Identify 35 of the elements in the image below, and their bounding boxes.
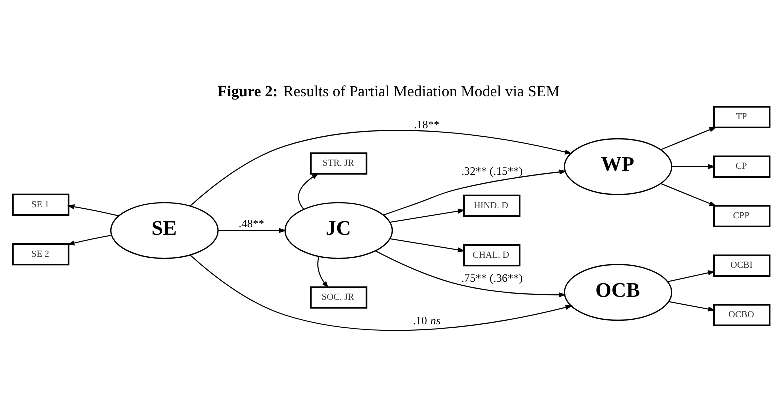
- arrow: [317, 256, 328, 289]
- arrow: [218, 228, 286, 234]
- edge-label: .32** (.15**): [461, 166, 522, 178]
- arrow: [668, 270, 715, 282]
- node-box: SE 1: [12, 194, 70, 216]
- arrow: [374, 250, 566, 298]
- arrow: [66, 235, 112, 246]
- node-box: OCBI: [712, 254, 770, 277]
- edge-label: .48**: [238, 218, 264, 230]
- node-box: STR. JR: [310, 152, 368, 175]
- arrow: [66, 204, 119, 217]
- node-box: CP: [712, 156, 770, 178]
- node-box: OCBO: [712, 304, 770, 326]
- node-box: HIND. D: [462, 194, 520, 218]
- node-box: TP: [712, 106, 770, 128]
- arrow: [660, 127, 716, 150]
- edge-label: .75** (.36**): [461, 273, 522, 286]
- node-box: CHAL. D: [462, 244, 520, 267]
- node-box: CPP: [712, 205, 770, 228]
- arrow: [190, 255, 572, 332]
- arrow: [383, 170, 566, 216]
- arrow: [668, 301, 716, 312]
- node-box: SOC. JR: [310, 286, 368, 309]
- node-ellipse: JC: [284, 202, 393, 260]
- arrow: [298, 173, 319, 210]
- diagram-title: Figure 2: Results of Partial Mediation Model via SEM: [217, 84, 560, 101]
- arrow: [390, 238, 465, 253]
- arrow: [390, 208, 465, 224]
- node-box: SE 2: [12, 243, 70, 266]
- edge-label: .18**: [414, 119, 440, 132]
- node-ellipse: SE: [110, 202, 218, 260]
- arrow: [660, 183, 716, 207]
- arrow: [190, 130, 572, 206]
- edge-label: .10 ns: [412, 315, 440, 328]
- arrow: [672, 164, 716, 170]
